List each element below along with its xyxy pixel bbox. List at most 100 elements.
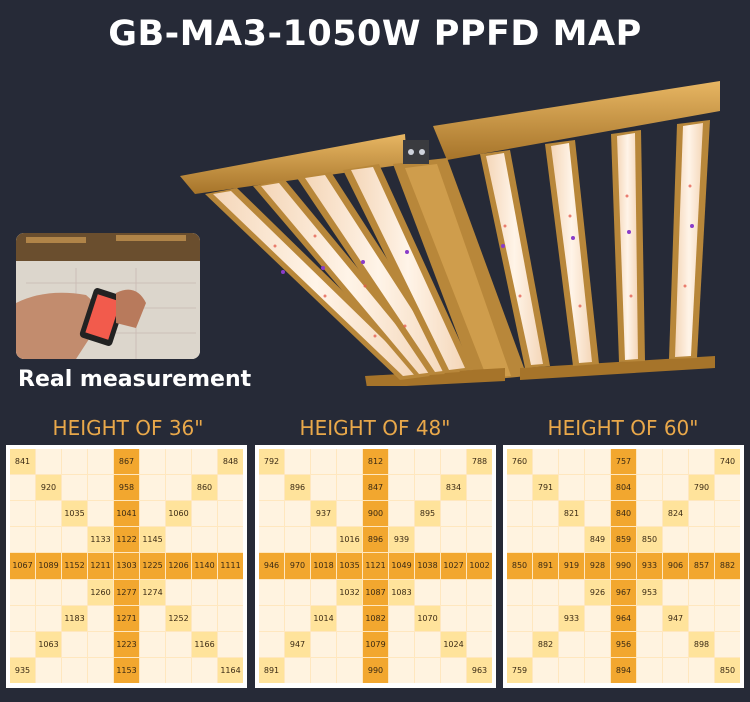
ppfd-cell	[415, 527, 440, 553]
ppfd-cell: 1122	[114, 527, 139, 553]
ppfd-cell: 850	[507, 553, 532, 579]
photo-caption: Real measurement	[18, 367, 252, 392]
ppfd-cell	[192, 527, 217, 553]
ppfd-cell: 824	[663, 501, 688, 527]
ppfd-cell	[218, 631, 243, 657]
ppfd-cell: 891	[259, 657, 284, 683]
ppfd-cell: 1223	[114, 631, 139, 657]
ppfd-cell: 906	[663, 553, 688, 579]
ppfd-cell	[637, 475, 662, 501]
ppfd-cell	[62, 657, 87, 683]
ppfd-cell	[192, 605, 217, 631]
ppfd-cell: 1027	[441, 553, 466, 579]
ppfd-cell	[36, 501, 61, 527]
ppfd-cell: 860	[192, 475, 217, 501]
ppfd-cell	[507, 475, 532, 501]
ppfd-cell: 1206	[166, 553, 191, 579]
ppfd-cell	[311, 657, 336, 683]
ppfd-cell: 1252	[166, 605, 191, 631]
ppfd-cell: 859	[611, 527, 636, 553]
ppfd-cell	[311, 631, 336, 657]
ppfd-cell	[441, 449, 466, 475]
ppfd-cell	[140, 631, 165, 657]
ppfd-cell	[259, 501, 284, 527]
ppfd-cell	[36, 449, 61, 475]
height-label-48: HEIGHT OF 48"	[299, 416, 451, 440]
ppfd-cell	[36, 605, 61, 631]
ppfd-cell	[637, 605, 662, 631]
ppfd-cell	[285, 527, 310, 553]
ppfd-cell	[533, 579, 558, 605]
ppfd-cell	[389, 657, 414, 683]
ppfd-cell	[218, 579, 243, 605]
ppfd-cell: 894	[611, 657, 636, 683]
ppfd-cell	[88, 631, 113, 657]
height-label-36: HEIGHT OF 36"	[52, 416, 204, 440]
ppfd-cell	[663, 449, 688, 475]
ppfd-cell	[311, 449, 336, 475]
ppfd-cell	[10, 579, 35, 605]
ppfd-cell	[140, 605, 165, 631]
ppfd-cell	[166, 475, 191, 501]
ppfd-cell: 920	[36, 475, 61, 501]
ppfd-cell	[337, 501, 362, 527]
ppfd-cell	[467, 475, 492, 501]
ppfd-cell	[285, 449, 310, 475]
ppfd-cell: 1140	[192, 553, 217, 579]
ppfd-cell	[559, 475, 584, 501]
ppfd-cell	[10, 501, 35, 527]
ppfd-cell: 1002	[467, 553, 492, 579]
ppfd-cell: 1164	[218, 657, 243, 683]
ppfd-cell: 841	[10, 449, 35, 475]
ppfd-cell: 963	[467, 657, 492, 683]
ppfd-cell	[140, 475, 165, 501]
ppfd-cell: 1024	[441, 631, 466, 657]
ppfd-cell: 990	[363, 657, 388, 683]
ppfd-cell: 1038	[415, 553, 440, 579]
ppfd-cell	[285, 657, 310, 683]
ppfd-cell	[559, 527, 584, 553]
ppfd-cell	[166, 579, 191, 605]
ppfd-cell: 953	[637, 579, 662, 605]
ppfd-cell	[415, 657, 440, 683]
ppfd-cell: 1260	[88, 579, 113, 605]
ppfd-cell	[441, 579, 466, 605]
ppfd-cell	[585, 605, 610, 631]
ppfd-cell	[637, 501, 662, 527]
ppfd-cell: 850	[637, 527, 662, 553]
ppfd-cell	[715, 579, 740, 605]
ppfd-cell: 834	[441, 475, 466, 501]
ppfd-cell	[166, 631, 191, 657]
ppfd-cell	[166, 657, 191, 683]
ppfd-cell: 990	[611, 553, 636, 579]
ppfd-cell	[559, 657, 584, 683]
ppfd-cell	[507, 605, 532, 631]
ppfd-cell	[467, 579, 492, 605]
ppfd-cell	[663, 475, 688, 501]
ppfd-cell: 939	[389, 527, 414, 553]
ppfd-cell	[166, 527, 191, 553]
ppfd-cell	[259, 605, 284, 631]
ppfd-cell: 790	[689, 475, 714, 501]
ppfd-cell	[10, 475, 35, 501]
ppfd-cell: 867	[114, 449, 139, 475]
ppfd-cell: 840	[611, 501, 636, 527]
ppfd-cell	[441, 501, 466, 527]
ppfd-cell	[337, 631, 362, 657]
ppfd-cell	[259, 579, 284, 605]
ppfd-cell	[467, 527, 492, 553]
ppfd-cell	[441, 605, 466, 631]
ppfd-cell: 1018	[311, 553, 336, 579]
ppfd-cell	[218, 605, 243, 631]
ppfd-cell	[507, 527, 532, 553]
page-title: GB-MA3-1050W PPFD MAP	[108, 14, 642, 54]
ppfd-cell: 1089	[36, 553, 61, 579]
ppfd-cell: 896	[363, 527, 388, 553]
ppfd-cell	[62, 579, 87, 605]
ppfd-cell	[533, 527, 558, 553]
ppfd-cell	[140, 501, 165, 527]
ppfd-cell	[585, 631, 610, 657]
ppfd-cell	[88, 657, 113, 683]
ppfd-cell	[311, 527, 336, 553]
